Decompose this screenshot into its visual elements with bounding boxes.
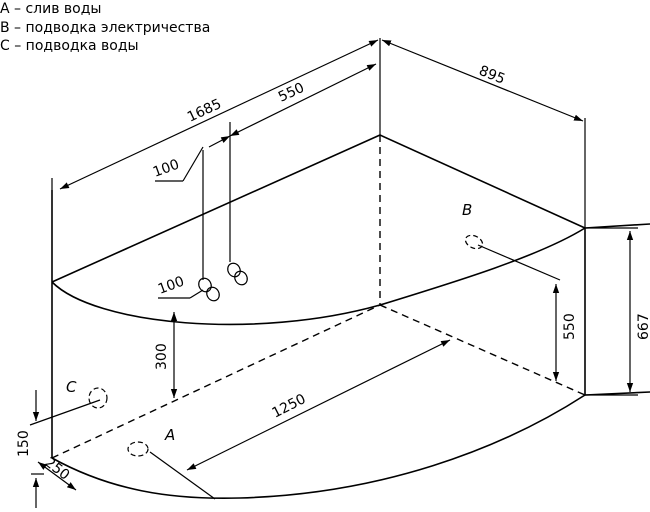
dim-offset-b: 550	[276, 80, 307, 106]
dim-height-total: 667	[636, 313, 650, 340]
pipe-2b	[234, 270, 248, 286]
legend-b: B – подводка электричества	[0, 19, 211, 36]
hole-a	[127, 441, 149, 457]
dim-inner-len: 1250	[270, 391, 309, 421]
dimension-labels: 1685 550 895 100 100 300 1250 550 667 15…	[16, 63, 650, 484]
point-labels: B C A	[66, 201, 472, 444]
label-c: C	[66, 378, 77, 396]
pipe-2a	[227, 262, 241, 278]
label-b: B	[462, 201, 472, 219]
label-a: A	[164, 426, 175, 444]
hole-b	[464, 234, 484, 250]
hole-c	[88, 387, 108, 409]
holes	[88, 234, 484, 457]
dim-pipe-top: 100	[151, 157, 182, 181]
dim-drain-off: 250	[42, 455, 73, 484]
dim-height-b: 550	[562, 313, 578, 340]
hidden-edges	[51, 135, 586, 459]
pipe-1a	[198, 277, 212, 293]
legend-a: A – слив воды	[0, 1, 102, 17]
dim-drain-h: 150	[16, 430, 32, 457]
tub-outline	[51, 134, 650, 500]
extension-lines	[29, 38, 638, 500]
dim-height-c: 300	[154, 343, 170, 370]
pipe-1b	[206, 286, 220, 302]
dimension-lines	[32, 39, 634, 508]
dim-pipe-mid: 100	[156, 274, 187, 298]
